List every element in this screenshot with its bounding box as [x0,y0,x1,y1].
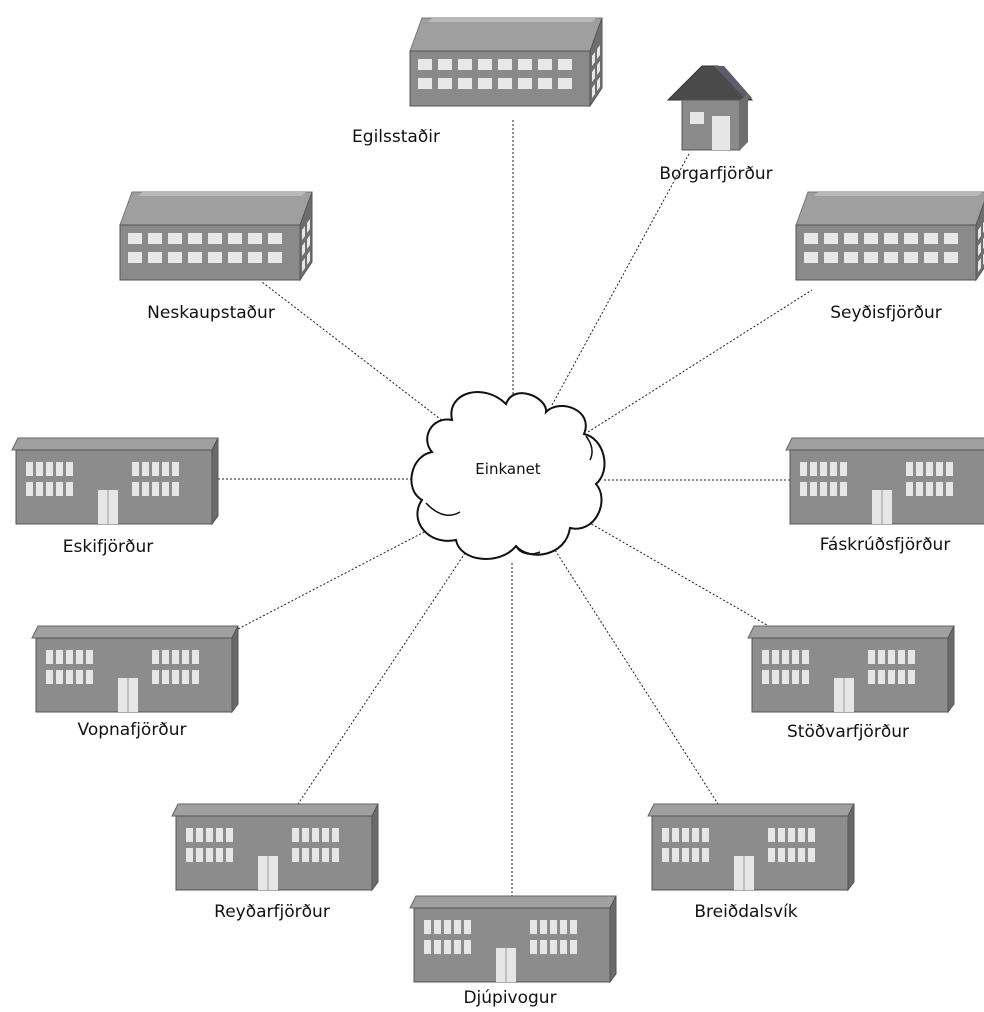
node-seydisfjordur: Seyðisfjörður [795,191,984,323]
node-label: Reyðarfjörður [214,902,330,922]
link-stodvarfjordur [587,521,773,629]
node-label: Neskaupstaður [147,303,275,323]
school-building-icon [785,437,984,525]
office-building-icon [119,191,313,281]
link-seydisfjordur [587,289,813,433]
node-label: Vopnafjörður [78,720,187,740]
node-djupivogur: Djúpivogur [409,895,617,1008]
school-building-icon [31,625,239,713]
office-building-icon [409,17,603,107]
node-label: Stöðvarfjörður [787,722,909,742]
node-reydarfjordur: Reyðarfjörður [171,803,379,922]
node-label: Breiðdalsvík [694,902,797,922]
node-label: Borgarfjörður [659,164,772,184]
node-label: Seyðisfjörður [830,303,942,323]
link-reydarfjordur [297,552,466,805]
node-breiddalsvik: Breiðdalsvík [647,803,855,922]
link-vopnafjordur [235,529,429,631]
house-icon [667,65,753,151]
node-egilsstadir: Egilsstaðir [352,17,603,147]
school-building-icon [409,895,617,983]
network-links [214,118,813,896]
node-vopnafjordur: Vopnafjörður [31,625,239,740]
node-label: Fáskrúðsfjörður [820,535,951,555]
link-neskaupstadur [261,281,449,426]
node-eskifjordur: Eskifjörður [11,437,219,557]
school-building-icon [647,803,855,891]
hub-label: Einkanet [475,460,541,478]
school-building-icon [747,625,955,713]
node-borgarfjordur: Borgarfjörður [659,65,773,184]
cloud-icon: Einkanet [410,391,606,560]
school-building-icon [11,437,219,525]
node-label: Egilsstaðir [352,127,440,147]
node-stodvarfjordur: Stöðvarfjörður [747,625,955,742]
link-breiddalsvik [552,546,719,805]
node-label: Eskifjörður [63,537,153,557]
school-building-icon [171,803,379,891]
office-building-icon [795,191,984,281]
link-borgarfjordur [551,151,691,406]
node-neskaupstadur: Neskaupstaður [119,191,313,323]
node-faskrudsfjordur: Fáskrúðsfjörður [785,437,984,555]
node-label: Djúpivogur [463,988,556,1008]
